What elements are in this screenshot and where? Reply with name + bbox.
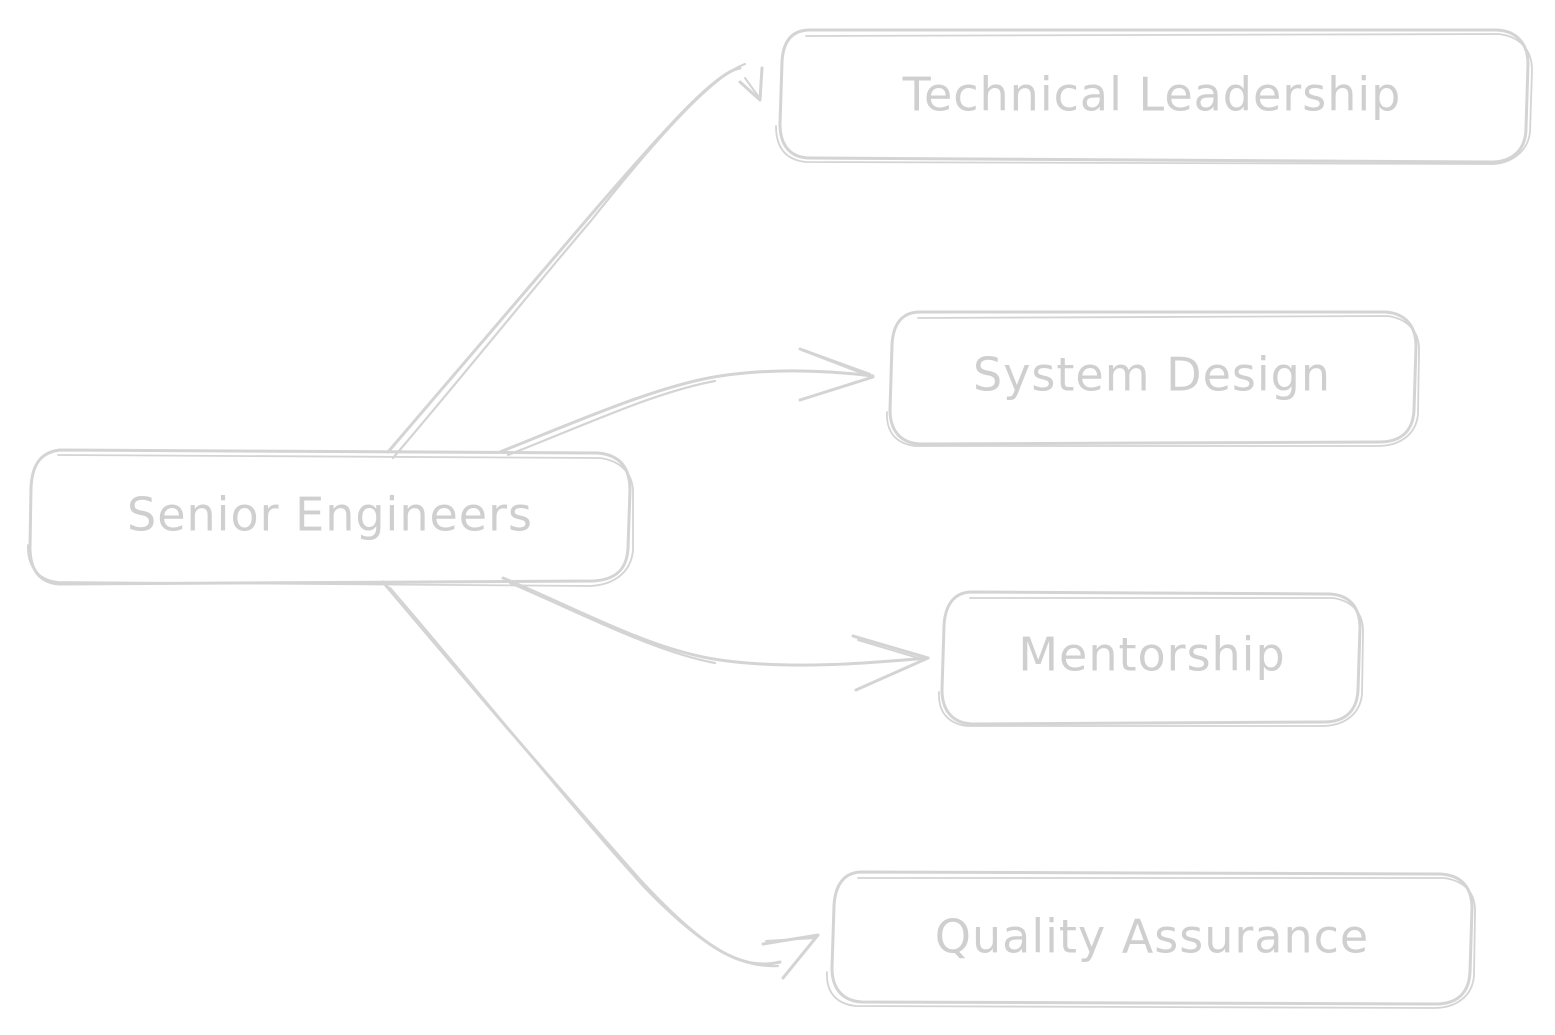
arrowhead-technical-leadership	[738, 66, 764, 102]
node-label-technical-leadership: Technical Leadership	[902, 68, 1402, 122]
node-senior-engineers[interactable]: Senior Engineers	[27, 448, 634, 587]
node-label-senior-engineers: Senior Engineers	[127, 488, 533, 542]
node-label-quality-assurance: Quality Assurance	[935, 910, 1369, 964]
edge-to-system-design	[498, 347, 875, 457]
arrowhead-quality-assurance	[761, 933, 820, 980]
edge-to-mentorship	[501, 576, 930, 692]
node-system-design[interactable]: System Design	[886, 310, 1420, 447]
arrowhead-mentorship	[851, 634, 930, 692]
arrowhead-system-design	[798, 347, 875, 402]
edge-to-technical-leadership	[386, 62, 764, 460]
node-quality-assurance[interactable]: Quality Assurance	[826, 870, 1476, 1009]
node-technical-leadership[interactable]: Technical Leadership	[775, 28, 1533, 165]
node-mentorship[interactable]: Mentorship	[938, 590, 1364, 727]
node-label-mentorship: Mentorship	[1018, 628, 1285, 682]
edge-to-quality-assurance	[381, 580, 820, 980]
node-label-system-design: System Design	[973, 348, 1331, 402]
